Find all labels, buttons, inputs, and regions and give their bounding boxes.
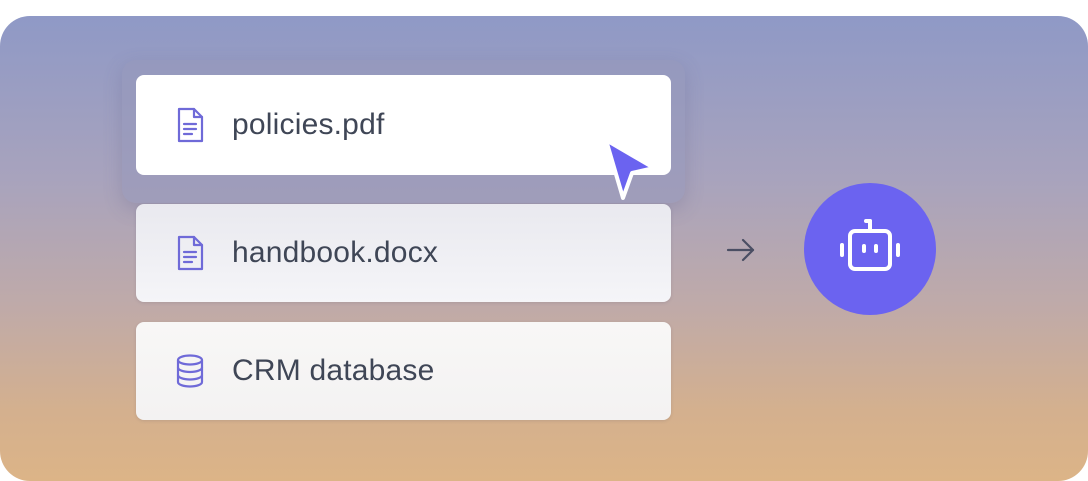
source-label: CRM database: [232, 354, 435, 387]
source-label: handbook.docx: [232, 236, 439, 269]
cursor-pointer-icon: [596, 134, 662, 210]
source-label: policies.pdf: [232, 108, 385, 141]
sources-to-bot-card: policies.pdf handbook.docx CRM database: [0, 16, 1088, 481]
bot-avatar: [804, 183, 936, 315]
arrow-right-icon: [724, 235, 758, 265]
document-icon: [172, 106, 208, 144]
document-icon: [172, 234, 208, 272]
bot-icon: [838, 217, 902, 282]
source-row-crm-database[interactable]: CRM database: [136, 322, 671, 420]
source-row-handbook[interactable]: handbook.docx: [136, 204, 671, 302]
database-icon: [172, 352, 208, 390]
source-row-policies[interactable]: policies.pdf: [136, 75, 671, 175]
